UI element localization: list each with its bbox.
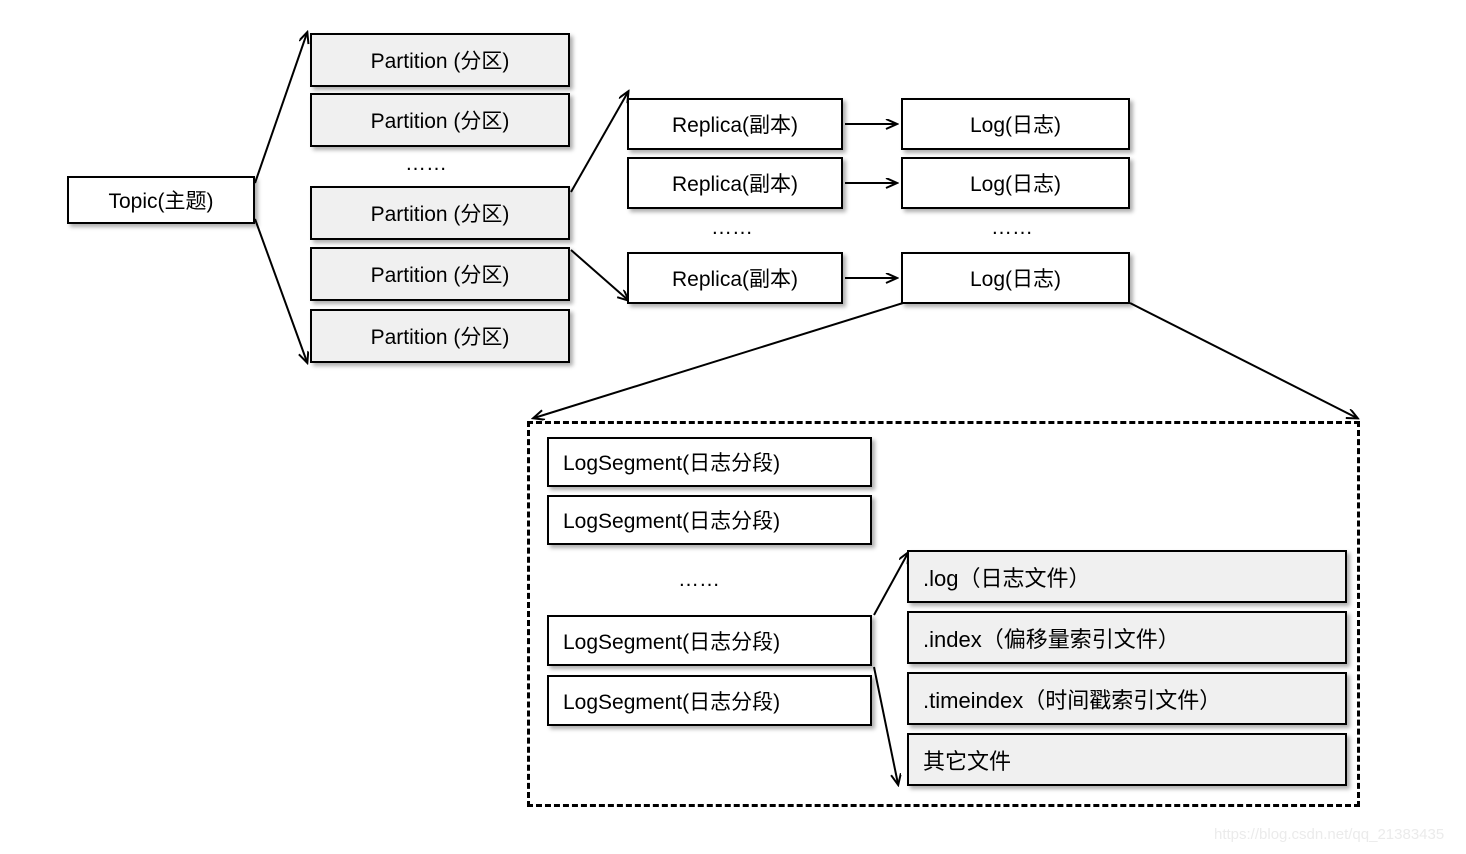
edge-log-to-segments-left — [534, 302, 904, 418]
segment-file-label: .index（偏移量索引文件） — [923, 626, 1180, 652]
edge-partition-to-replica-top — [570, 92, 628, 193]
segment-file-timeindex[interactable]: .timeindex（时间戳索引文件） — [907, 672, 1347, 725]
segment-file-index[interactable]: .index（偏移量索引文件） — [907, 611, 1347, 664]
log-ellipsis: …… — [991, 216, 1033, 239]
log-box-2[interactable]: Log(日志) — [901, 157, 1130, 209]
partition-label: Partition (分区) — [370, 50, 510, 73]
replica-box-1[interactable]: Replica(副本) — [627, 98, 843, 150]
replica-label: Replica(副本) — [671, 268, 799, 291]
partition-box-4[interactable]: Partition (分区) — [310, 247, 570, 301]
logsegment-label: LogSegment(日志分段) — [563, 452, 781, 475]
edge-topic-to-partition-top — [254, 33, 307, 184]
logsegment-box-4[interactable]: LogSegment(日志分段) — [547, 675, 872, 726]
log-label: Log(日志) — [969, 114, 1062, 137]
logsegment-label: LogSegment(日志分段) — [563, 510, 781, 533]
topic-box[interactable]: Topic(主题) — [67, 176, 255, 224]
log-segments-container — [527, 421, 1360, 807]
logsegment-ellipsis: …… — [678, 568, 720, 591]
replica-label: Replica(副本) — [671, 114, 799, 137]
segment-file-label: 其它文件 — [923, 748, 1012, 774]
replica-ellipsis: …… — [711, 216, 753, 239]
logsegment-box-3[interactable]: LogSegment(日志分段) — [547, 615, 872, 666]
edge-log-to-segments-right — [1129, 302, 1357, 418]
partition-box-5[interactable]: Partition (分区) — [310, 309, 570, 363]
replica-label: Replica(副本) — [671, 173, 799, 196]
segment-file-log[interactable]: .log（日志文件） — [907, 550, 1347, 603]
partition-box-2[interactable]: Partition (分区) — [310, 93, 570, 147]
logsegment-box-1[interactable]: LogSegment(日志分段) — [547, 437, 872, 487]
partition-label: Partition (分区) — [370, 203, 510, 226]
logsegment-label: LogSegment(日志分段) — [563, 690, 781, 714]
log-label: Log(日志) — [969, 268, 1062, 291]
partition-box-3[interactable]: Partition (分区) — [310, 186, 570, 240]
segment-file-label: .timeindex（时间戳索引文件） — [923, 687, 1222, 713]
partition-ellipsis: …… — [405, 152, 447, 175]
edge-topic-to-partition-bottom — [254, 218, 307, 362]
partition-label: Partition (分区) — [370, 110, 510, 133]
partition-label: Partition (分区) — [370, 264, 510, 287]
log-box-3[interactable]: Log(日志) — [901, 252, 1130, 304]
segment-file-label: .log（日志文件） — [923, 565, 1091, 591]
log-box-1[interactable]: Log(日志) — [901, 98, 1130, 150]
replica-box-3[interactable]: Replica(副本) — [627, 252, 843, 304]
replica-box-2[interactable]: Replica(副本) — [627, 157, 843, 209]
partition-label: Partition (分区) — [370, 326, 510, 349]
logsegment-label: LogSegment(日志分段) — [563, 630, 781, 654]
partition-box-1[interactable]: Partition (分区) — [310, 33, 570, 87]
topic-label: Topic(主题) — [108, 190, 214, 213]
segment-file-other[interactable]: 其它文件 — [907, 733, 1347, 786]
log-label: Log(日志) — [969, 173, 1062, 196]
logsegment-box-2[interactable]: LogSegment(日志分段) — [547, 495, 872, 545]
watermark: https://blog.csdn.net/qq_21383435 — [1214, 826, 1445, 843]
edge-partition-to-replica-bottom — [570, 249, 628, 300]
